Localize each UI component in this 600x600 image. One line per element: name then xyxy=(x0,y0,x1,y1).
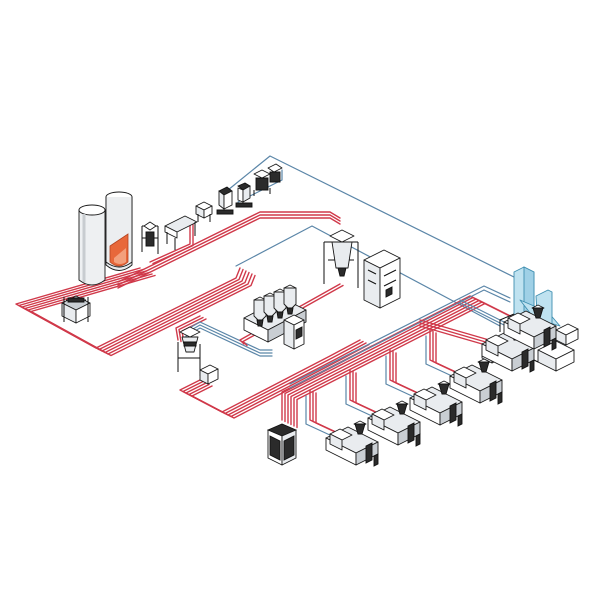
return-line xyxy=(425,335,453,377)
supply-line xyxy=(152,220,194,265)
small-loader-station xyxy=(216,186,234,215)
injection-molding-machine xyxy=(367,400,421,447)
supply-line xyxy=(117,217,341,289)
supply-line xyxy=(178,316,204,343)
storage-silo xyxy=(105,191,133,271)
dryer-hopper xyxy=(253,296,267,327)
return-line xyxy=(227,155,521,281)
supply-line xyxy=(117,214,341,286)
return-line xyxy=(385,355,413,397)
central-drying-unit xyxy=(323,229,401,309)
rail-car-unloader xyxy=(61,295,91,324)
supply-line xyxy=(21,270,247,352)
dryer-hopper xyxy=(283,284,297,315)
supply-line xyxy=(296,302,526,429)
injection-molding-machine xyxy=(481,326,535,373)
injection-molding-machine xyxy=(449,358,503,405)
supply-line xyxy=(395,352,427,398)
supply-line xyxy=(419,319,497,343)
storage-silo xyxy=(78,204,106,286)
supply-line xyxy=(175,315,201,341)
vacuum-pump xyxy=(266,423,298,466)
supply-line xyxy=(242,284,344,347)
dryer-bank xyxy=(243,284,307,350)
dryer-hopper xyxy=(273,288,287,319)
supply-line xyxy=(24,271,250,354)
return-line xyxy=(185,321,273,351)
machine-row xyxy=(325,304,557,467)
return-line xyxy=(235,225,501,327)
supply-line xyxy=(239,283,341,345)
blender-station xyxy=(177,326,219,385)
return-line xyxy=(305,395,333,437)
return-line xyxy=(345,375,373,417)
return-line xyxy=(289,285,511,385)
return-line xyxy=(289,289,511,389)
supply-line xyxy=(419,322,497,346)
injection-molding-machine xyxy=(409,380,463,427)
supply-line xyxy=(149,219,191,263)
return-line xyxy=(237,169,283,203)
injection-molding-machine xyxy=(325,420,379,467)
small-loader-station xyxy=(195,201,213,222)
small-loader-station xyxy=(253,163,283,196)
small-loader-station xyxy=(235,182,253,208)
injection-molding-machine xyxy=(503,304,557,351)
hopper-dryer-rack xyxy=(141,215,198,254)
